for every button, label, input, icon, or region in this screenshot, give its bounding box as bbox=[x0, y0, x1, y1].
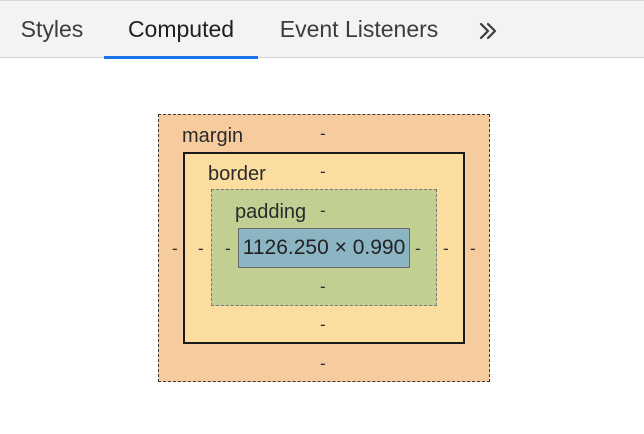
padding-bottom-value[interactable]: - bbox=[320, 277, 326, 296]
tab-styles-label: Styles bbox=[20, 16, 84, 42]
tab-event-listeners[interactable]: Event Listeners bbox=[258, 1, 460, 58]
margin-left-value[interactable]: - bbox=[172, 239, 178, 258]
tab-computed-label: Computed bbox=[127, 16, 235, 42]
border-bottom-value[interactable]: - bbox=[320, 315, 326, 334]
margin-bottom-value[interactable]: - bbox=[320, 354, 326, 373]
content-box[interactable]: 1126.250 × 0.990 bbox=[238, 228, 410, 268]
border-right-value[interactable]: - bbox=[443, 239, 449, 258]
active-tab-indicator bbox=[104, 56, 258, 59]
content-dimensions: 1126.250 × 0.990 bbox=[242, 236, 406, 259]
border-top-value[interactable]: - bbox=[320, 162, 326, 181]
margin-right-value[interactable]: - bbox=[470, 239, 476, 258]
padding-top-value[interactable]: - bbox=[320, 201, 326, 220]
border-label: border bbox=[208, 163, 266, 185]
padding-right-value[interactable]: - bbox=[415, 239, 421, 258]
chevron-double-right-icon bbox=[479, 22, 497, 40]
margin-top-value[interactable]: - bbox=[320, 124, 326, 143]
more-tabs-button[interactable] bbox=[460, 1, 516, 58]
border-left-value[interactable]: - bbox=[198, 239, 204, 258]
tab-styles[interactable]: Styles bbox=[0, 1, 104, 58]
padding-label: padding bbox=[235, 201, 307, 223]
tab-computed[interactable]: Computed bbox=[104, 1, 258, 59]
padding-left-value[interactable]: - bbox=[225, 239, 231, 258]
sidebar-tab-bar: Styles Computed Event Listeners bbox=[0, 0, 644, 59]
tab-event-listeners-label: Event Listeners bbox=[279, 16, 439, 42]
margin-label: margin bbox=[182, 125, 244, 147]
